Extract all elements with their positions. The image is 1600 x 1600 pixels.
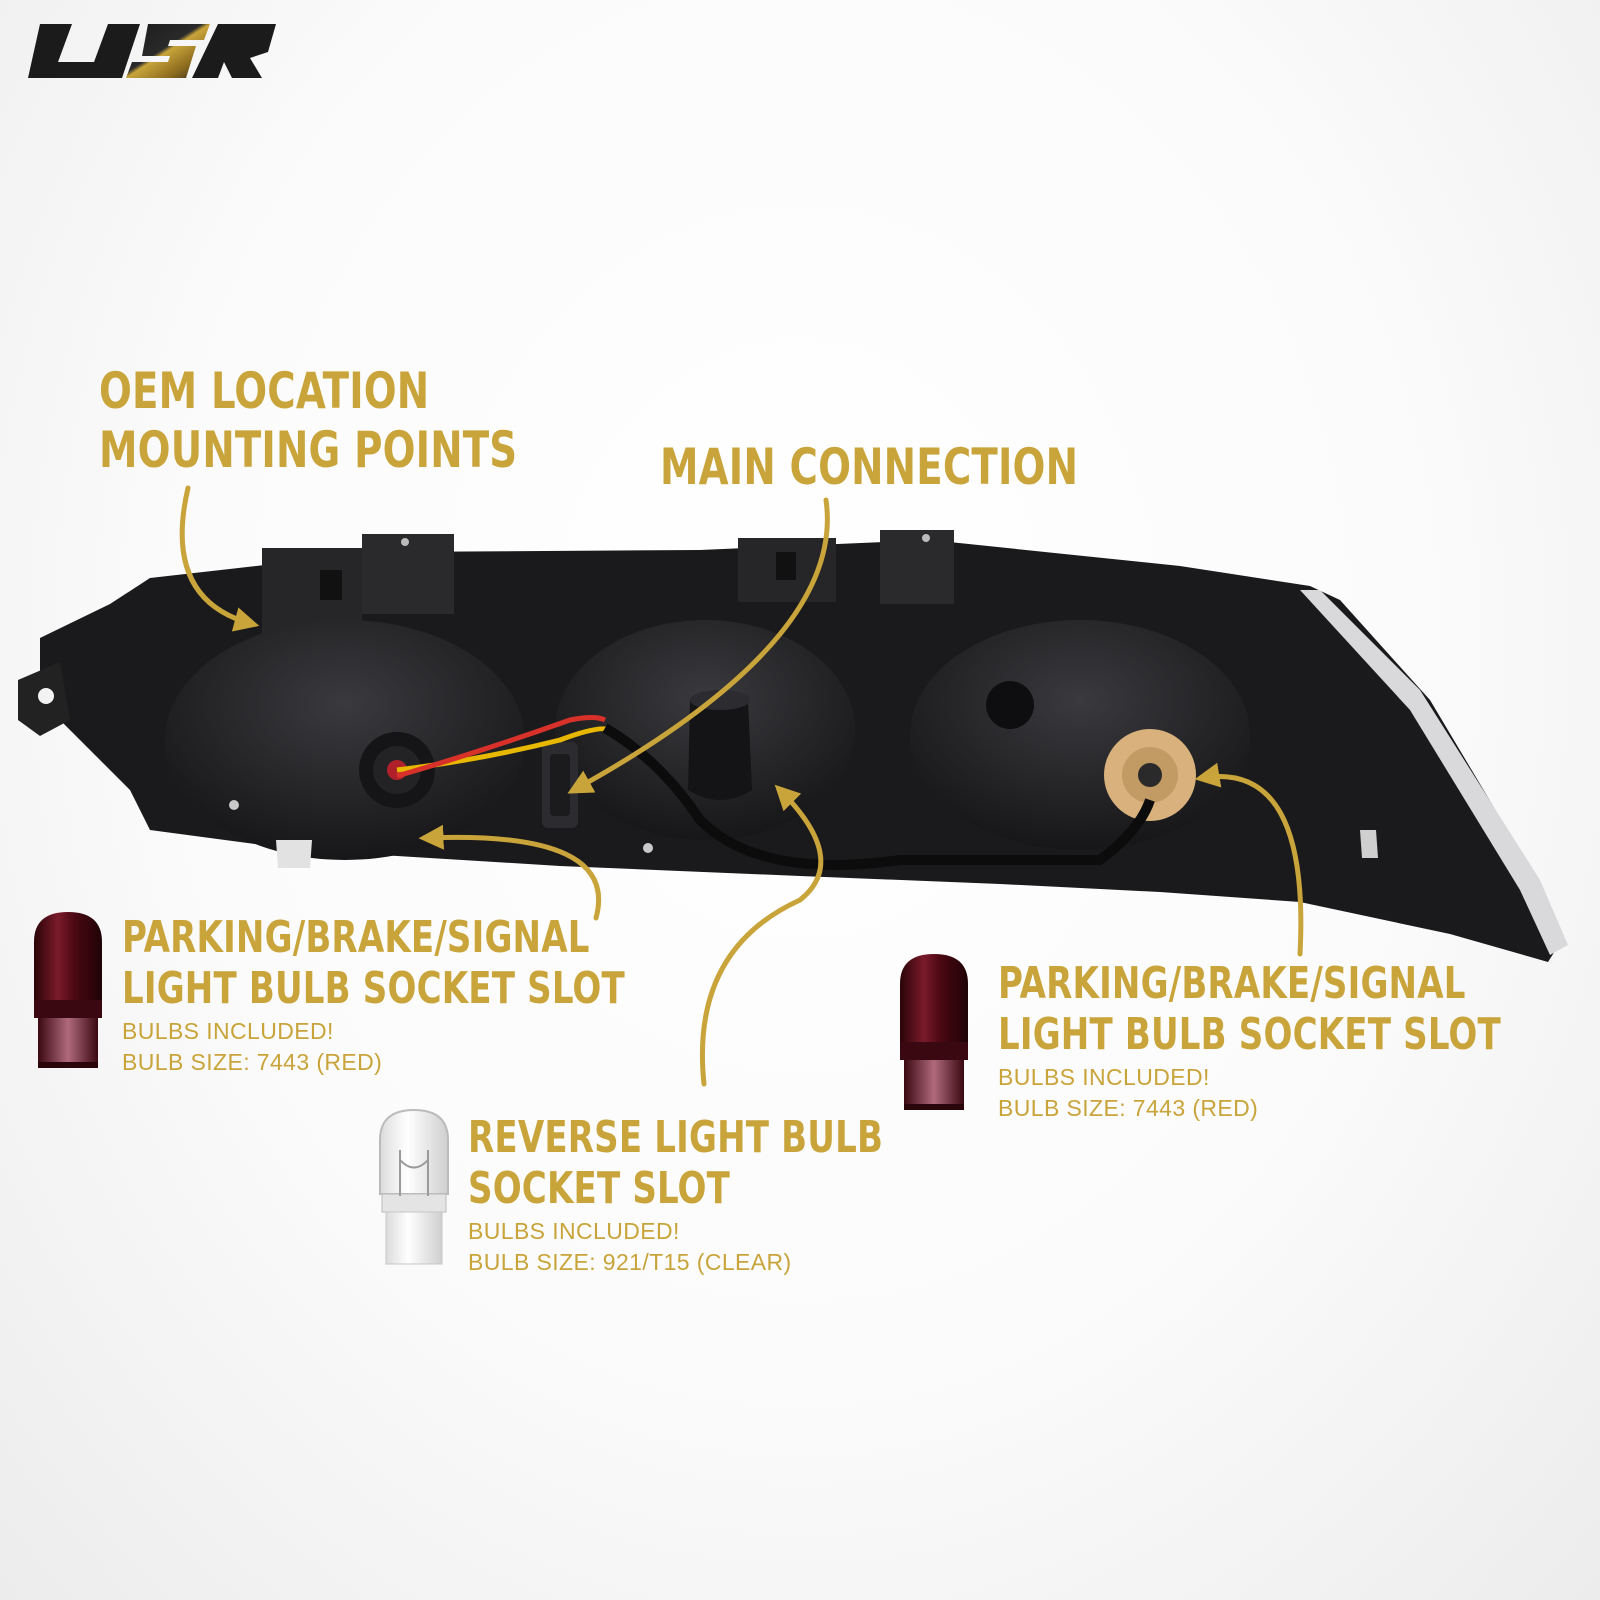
arrow-reverse-slot	[699, 784, 824, 1087]
callout-mounting-line1: OEM LOCATION	[99, 362, 430, 420]
callout-main-line1: MAIN CONNECTION	[660, 438, 1079, 496]
arrow-left-slot	[418, 824, 602, 921]
callout-right-note2: BULB SIZE: 7443 (RED)	[998, 1095, 1259, 1122]
callout-reverse-line1: REVERSE LIGHT BULB	[468, 1112, 884, 1163]
callout-right-line1: PARKING/BRAKE/SIGNAL	[998, 958, 1466, 1009]
callout-arrows	[179, 485, 1304, 1087]
arrow-mounting	[179, 485, 260, 632]
callout-right-note1: BULBS INCLUDED!	[998, 1064, 1210, 1090]
callout-reverse-note2: BULB SIZE: 921/T15 (CLEAR)	[468, 1249, 792, 1276]
callout-right-line2: LIGHT BULB SOCKET SLOT	[998, 1009, 1501, 1061]
callout-reverse-line2: SOCKET SLOT	[468, 1163, 731, 1215]
callout-right-notes: BULBS INCLUDED! BULB SIZE: 7443 (RED)	[998, 1062, 1258, 1124]
callout-reverse-slot: REVERSE LIGHT BULB SOCKET SLOT	[468, 1112, 883, 1215]
red-bulb-icon-left	[34, 912, 102, 1068]
clear-bulb-icon	[379, 1108, 449, 1265]
callout-main-connection: MAIN CONNECTION	[660, 438, 1078, 497]
callout-reverse-note1: BULBS INCLUDED!	[468, 1218, 680, 1244]
tail-light-housing	[18, 530, 1568, 962]
callout-mounting: OEM LOCATION MOUNTING POINTS	[99, 362, 517, 479]
callout-left-note2: BULB SIZE: 7443 (RED)	[122, 1049, 383, 1076]
callout-mounting-line2: MOUNTING POINTS	[99, 420, 518, 479]
callout-left-line1: PARKING/BRAKE/SIGNAL	[122, 912, 590, 963]
callout-left-notes: BULBS INCLUDED! BULB SIZE: 7443 (RED)	[122, 1016, 382, 1078]
red-bulb-icon-right	[900, 954, 968, 1110]
callout-left-slot: PARKING/BRAKE/SIGNAL LIGHT BULB SOCKET S…	[122, 912, 625, 1015]
brand-logo	[28, 24, 276, 78]
arrow-right-slot	[1194, 762, 1304, 957]
arrow-main-connection	[567, 497, 830, 794]
callout-reverse-notes: BULBS INCLUDED! BULB SIZE: 921/T15 (CLEA…	[468, 1216, 792, 1278]
callout-right-slot: PARKING/BRAKE/SIGNAL LIGHT BULB SOCKET S…	[998, 958, 1501, 1061]
callout-left-line2: LIGHT BULB SOCKET SLOT	[122, 963, 625, 1015]
callout-left-note1: BULBS INCLUDED!	[122, 1018, 334, 1044]
